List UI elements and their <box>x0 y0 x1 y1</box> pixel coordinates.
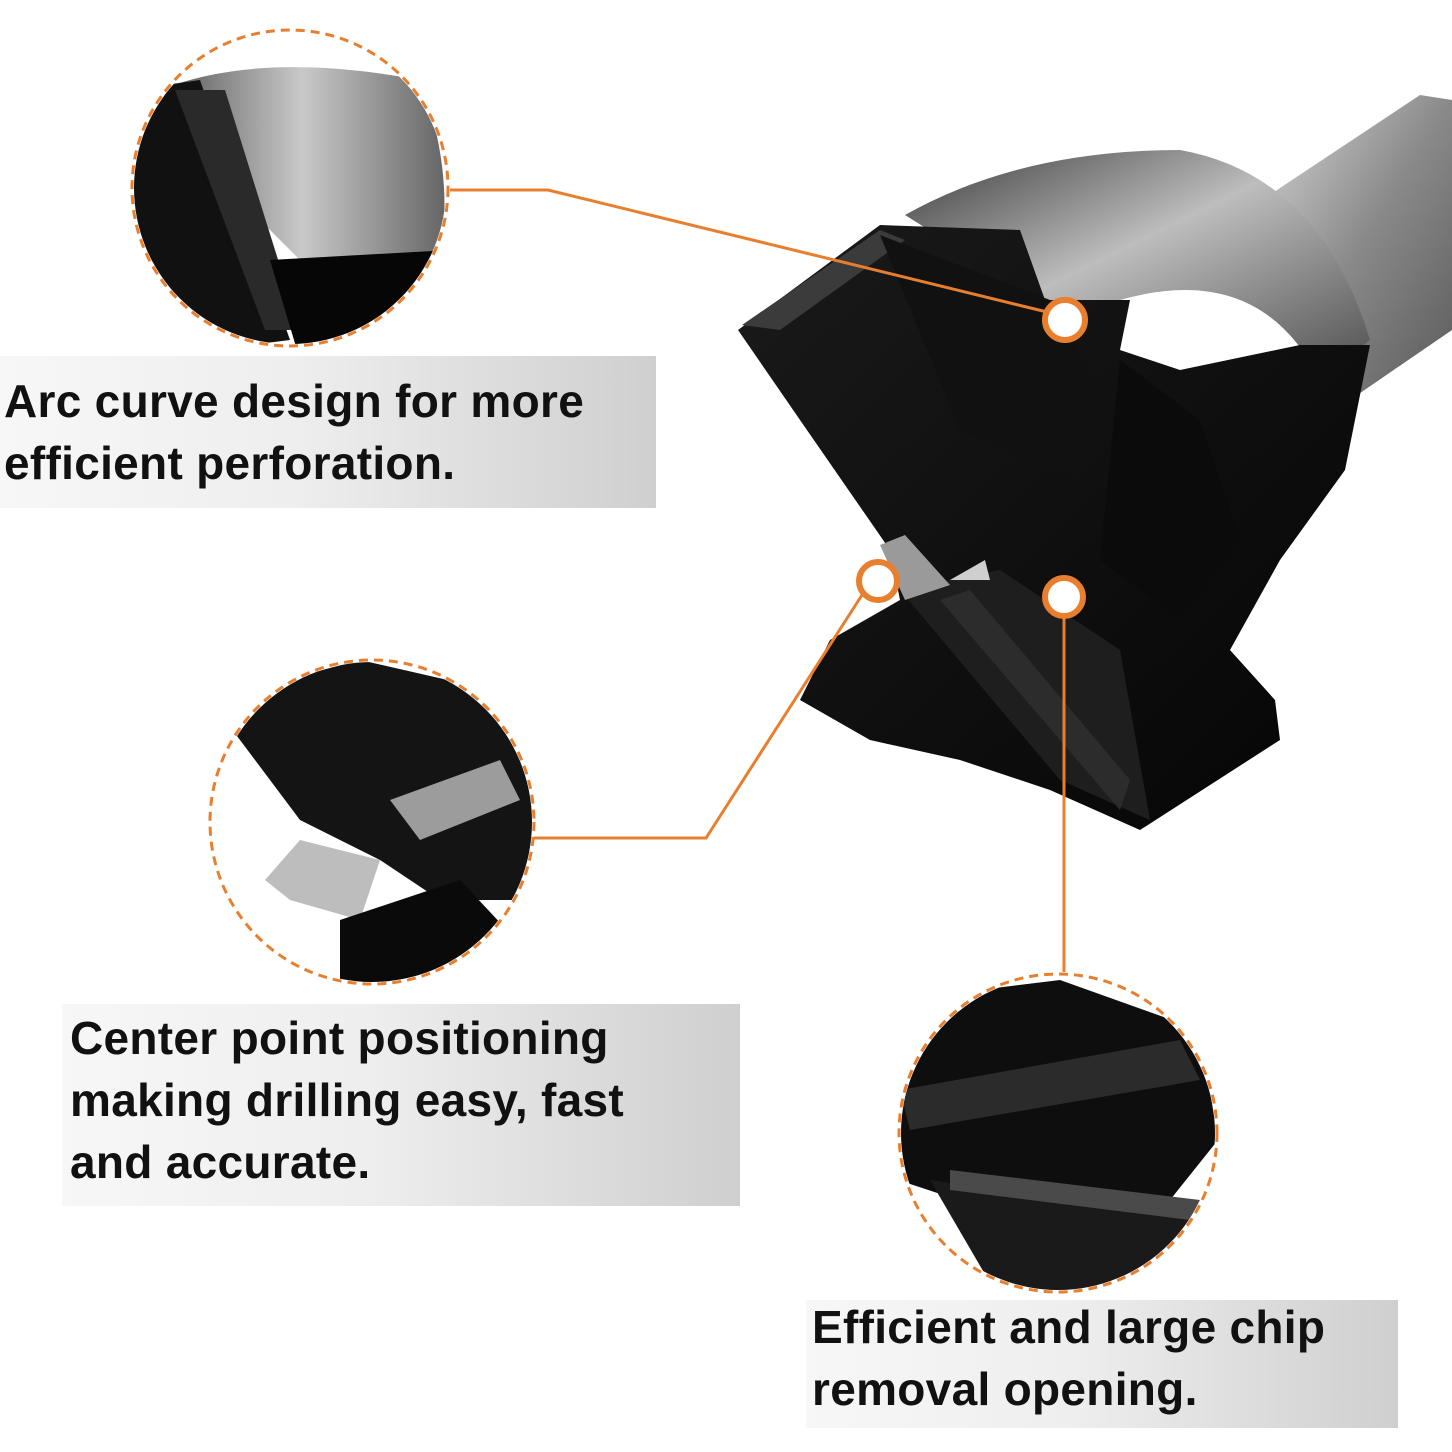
chip-removal-caption: Efficient and large chip removal opening… <box>806 1300 1398 1428</box>
arc-edge-closeup-icon <box>130 28 450 348</box>
center-point-caption-line1: Center point positioning <box>70 1012 609 1064</box>
chip-opening-closeup-icon <box>897 972 1219 1294</box>
arc-curve-caption-line1: Arc curve design for more <box>4 375 585 427</box>
center-point-closeup-icon <box>208 658 536 986</box>
center-point-caption: Center point positioning making drilling… <box>62 1004 740 1206</box>
chip-removal-caption-line2: removal opening. <box>812 1363 1198 1415</box>
leader-lines <box>450 188 1066 972</box>
arc-curve-caption: Arc curve design for more efficient perf… <box>0 356 656 508</box>
drill-bit-icon <box>738 95 1452 830</box>
chip-removal-caption-line1: Efficient and large chip <box>812 1301 1326 1353</box>
marker-dots <box>856 297 1088 619</box>
arc-curve-caption-line2: efficient perforation. <box>4 437 456 489</box>
center-point-caption-line3: and accurate. <box>70 1136 371 1188</box>
center-point-caption-line2: making drilling easy, fast <box>70 1074 625 1126</box>
